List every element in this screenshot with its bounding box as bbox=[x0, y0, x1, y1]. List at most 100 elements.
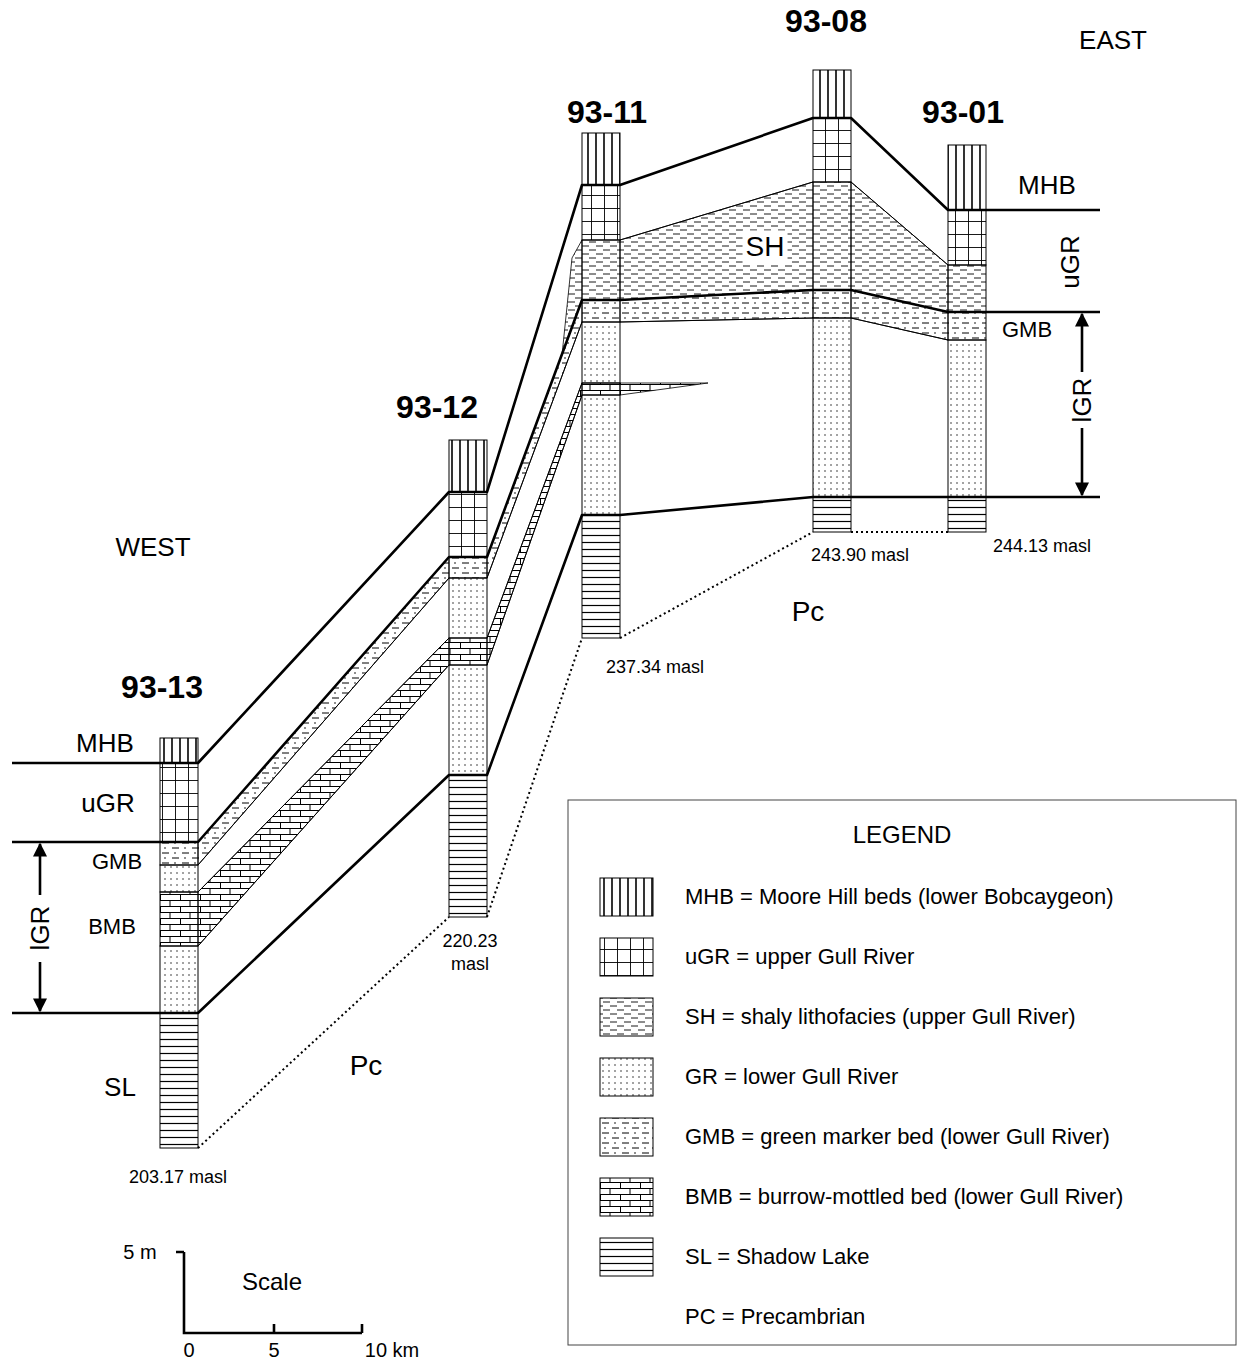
borehole-id: 93-01 bbox=[922, 95, 1004, 130]
column-segment bbox=[582, 240, 620, 300]
legend-text: SL = Shadow Lake bbox=[685, 1245, 870, 1269]
legend-swatch bbox=[600, 1058, 653, 1096]
section-label: 203.17 masl bbox=[129, 1168, 227, 1188]
facies-band bbox=[620, 383, 708, 395]
column-segment bbox=[813, 318, 851, 497]
contact-line bbox=[620, 318, 813, 322]
borehole-id: 93-11 bbox=[567, 95, 647, 130]
column-segment bbox=[449, 665, 487, 775]
section-label: 237.34 masl bbox=[606, 658, 704, 678]
interval-label: lGR bbox=[1067, 375, 1098, 426]
facies-bands bbox=[198, 182, 948, 946]
legend-text: SH = shaly lithofacies (upper Gull River… bbox=[685, 1005, 1076, 1029]
column-segment bbox=[582, 395, 620, 515]
section-label: 5 bbox=[268, 1339, 279, 1361]
section-label: Scale bbox=[242, 1269, 302, 1295]
borehole-id: 93-12 bbox=[396, 390, 478, 425]
legend-box bbox=[568, 800, 1236, 1345]
borehole-column bbox=[582, 133, 620, 638]
borehole-columns bbox=[160, 70, 986, 1148]
section-label: 244.13 masl bbox=[993, 537, 1091, 557]
legend-text: BMB = burrow-mottled bed (lower Gull Riv… bbox=[685, 1185, 1123, 1209]
legend-text: PC = Precambrian bbox=[685, 1305, 865, 1329]
section-label: WEST bbox=[115, 533, 190, 562]
facies-band bbox=[198, 557, 449, 865]
section-label: 220.23 masl bbox=[439, 930, 501, 975]
section-label: SL bbox=[104, 1073, 136, 1102]
formation-boundary bbox=[12, 497, 1100, 1013]
column-segment bbox=[813, 118, 851, 182]
contact-line bbox=[487, 395, 582, 665]
column-segment bbox=[449, 775, 487, 917]
column-segment bbox=[160, 738, 198, 763]
facies-band bbox=[562, 240, 582, 355]
formation-boundary bbox=[12, 118, 1100, 763]
borehole-id: 93-13 bbox=[121, 670, 203, 705]
section-label: 5 m bbox=[123, 1241, 156, 1263]
borehole-column bbox=[160, 738, 198, 1148]
column-segment bbox=[449, 638, 487, 665]
column-segment bbox=[948, 312, 986, 340]
contact-line bbox=[198, 665, 449, 946]
legend-text: uGR = upper Gull River bbox=[685, 945, 914, 969]
column-segment bbox=[449, 492, 487, 557]
section-label: BMB bbox=[88, 915, 136, 939]
interval-label: uGR bbox=[1056, 235, 1085, 288]
column-segment bbox=[160, 763, 198, 842]
interval-label: lGR bbox=[25, 903, 56, 954]
interval-arrow bbox=[39, 844, 42, 895]
column-segment bbox=[160, 946, 198, 1013]
contact-line bbox=[851, 318, 948, 340]
borehole-id: 93-08 bbox=[785, 4, 867, 39]
section-label: uGR bbox=[81, 789, 134, 818]
column-segment bbox=[948, 497, 986, 532]
legend-swatch bbox=[600, 938, 653, 976]
section-label: LEGEND bbox=[853, 822, 952, 848]
legend-swatches bbox=[600, 878, 653, 1276]
section-label: SH bbox=[743, 231, 788, 264]
section-label: 243.90 masl bbox=[811, 546, 909, 566]
column-segment bbox=[582, 300, 620, 322]
column-segment bbox=[813, 182, 851, 290]
facies-band bbox=[198, 638, 449, 946]
column-segment bbox=[449, 557, 487, 578]
section-label: MHB bbox=[76, 729, 134, 758]
column-segment bbox=[582, 133, 620, 185]
column-segment bbox=[582, 515, 620, 638]
legend-swatch bbox=[600, 1238, 653, 1276]
borehole-column bbox=[449, 440, 487, 917]
section-label: MHB bbox=[1018, 171, 1076, 200]
column-segment bbox=[582, 185, 620, 240]
column-segment bbox=[813, 290, 851, 318]
column-segment bbox=[449, 440, 487, 492]
precambrian-surface bbox=[198, 917, 449, 1148]
facies-band bbox=[620, 182, 813, 300]
interval-arrow bbox=[39, 962, 42, 1011]
borehole-column bbox=[813, 70, 851, 532]
column-segment bbox=[948, 340, 986, 497]
formation-boundary bbox=[12, 290, 1100, 842]
column-segment bbox=[160, 1013, 198, 1148]
column-segment bbox=[948, 265, 986, 312]
contact-line bbox=[198, 638, 449, 892]
column-segment bbox=[160, 865, 198, 892]
contact-line bbox=[487, 383, 582, 638]
section-label: Pc bbox=[350, 1051, 383, 1082]
legend-text: GR = lower Gull River bbox=[685, 1065, 898, 1089]
legend-swatch bbox=[600, 998, 653, 1036]
section-label: 10 km bbox=[365, 1339, 419, 1361]
legend-swatch bbox=[600, 1178, 653, 1216]
column-segment bbox=[582, 383, 620, 395]
column-segment bbox=[813, 497, 851, 532]
scale-bar bbox=[176, 1252, 362, 1333]
column-segment bbox=[582, 322, 620, 383]
precambrian-surface bbox=[620, 532, 813, 638]
section-label: EAST bbox=[1079, 26, 1147, 55]
interval-arrow bbox=[1081, 428, 1084, 495]
column-segment bbox=[948, 210, 986, 265]
correlation-lines bbox=[12, 118, 1100, 1148]
legend-swatch bbox=[600, 878, 653, 916]
legend-text: GMB = green marker bed (lower Gull River… bbox=[685, 1125, 1110, 1149]
section-label: 0 bbox=[183, 1339, 194, 1361]
